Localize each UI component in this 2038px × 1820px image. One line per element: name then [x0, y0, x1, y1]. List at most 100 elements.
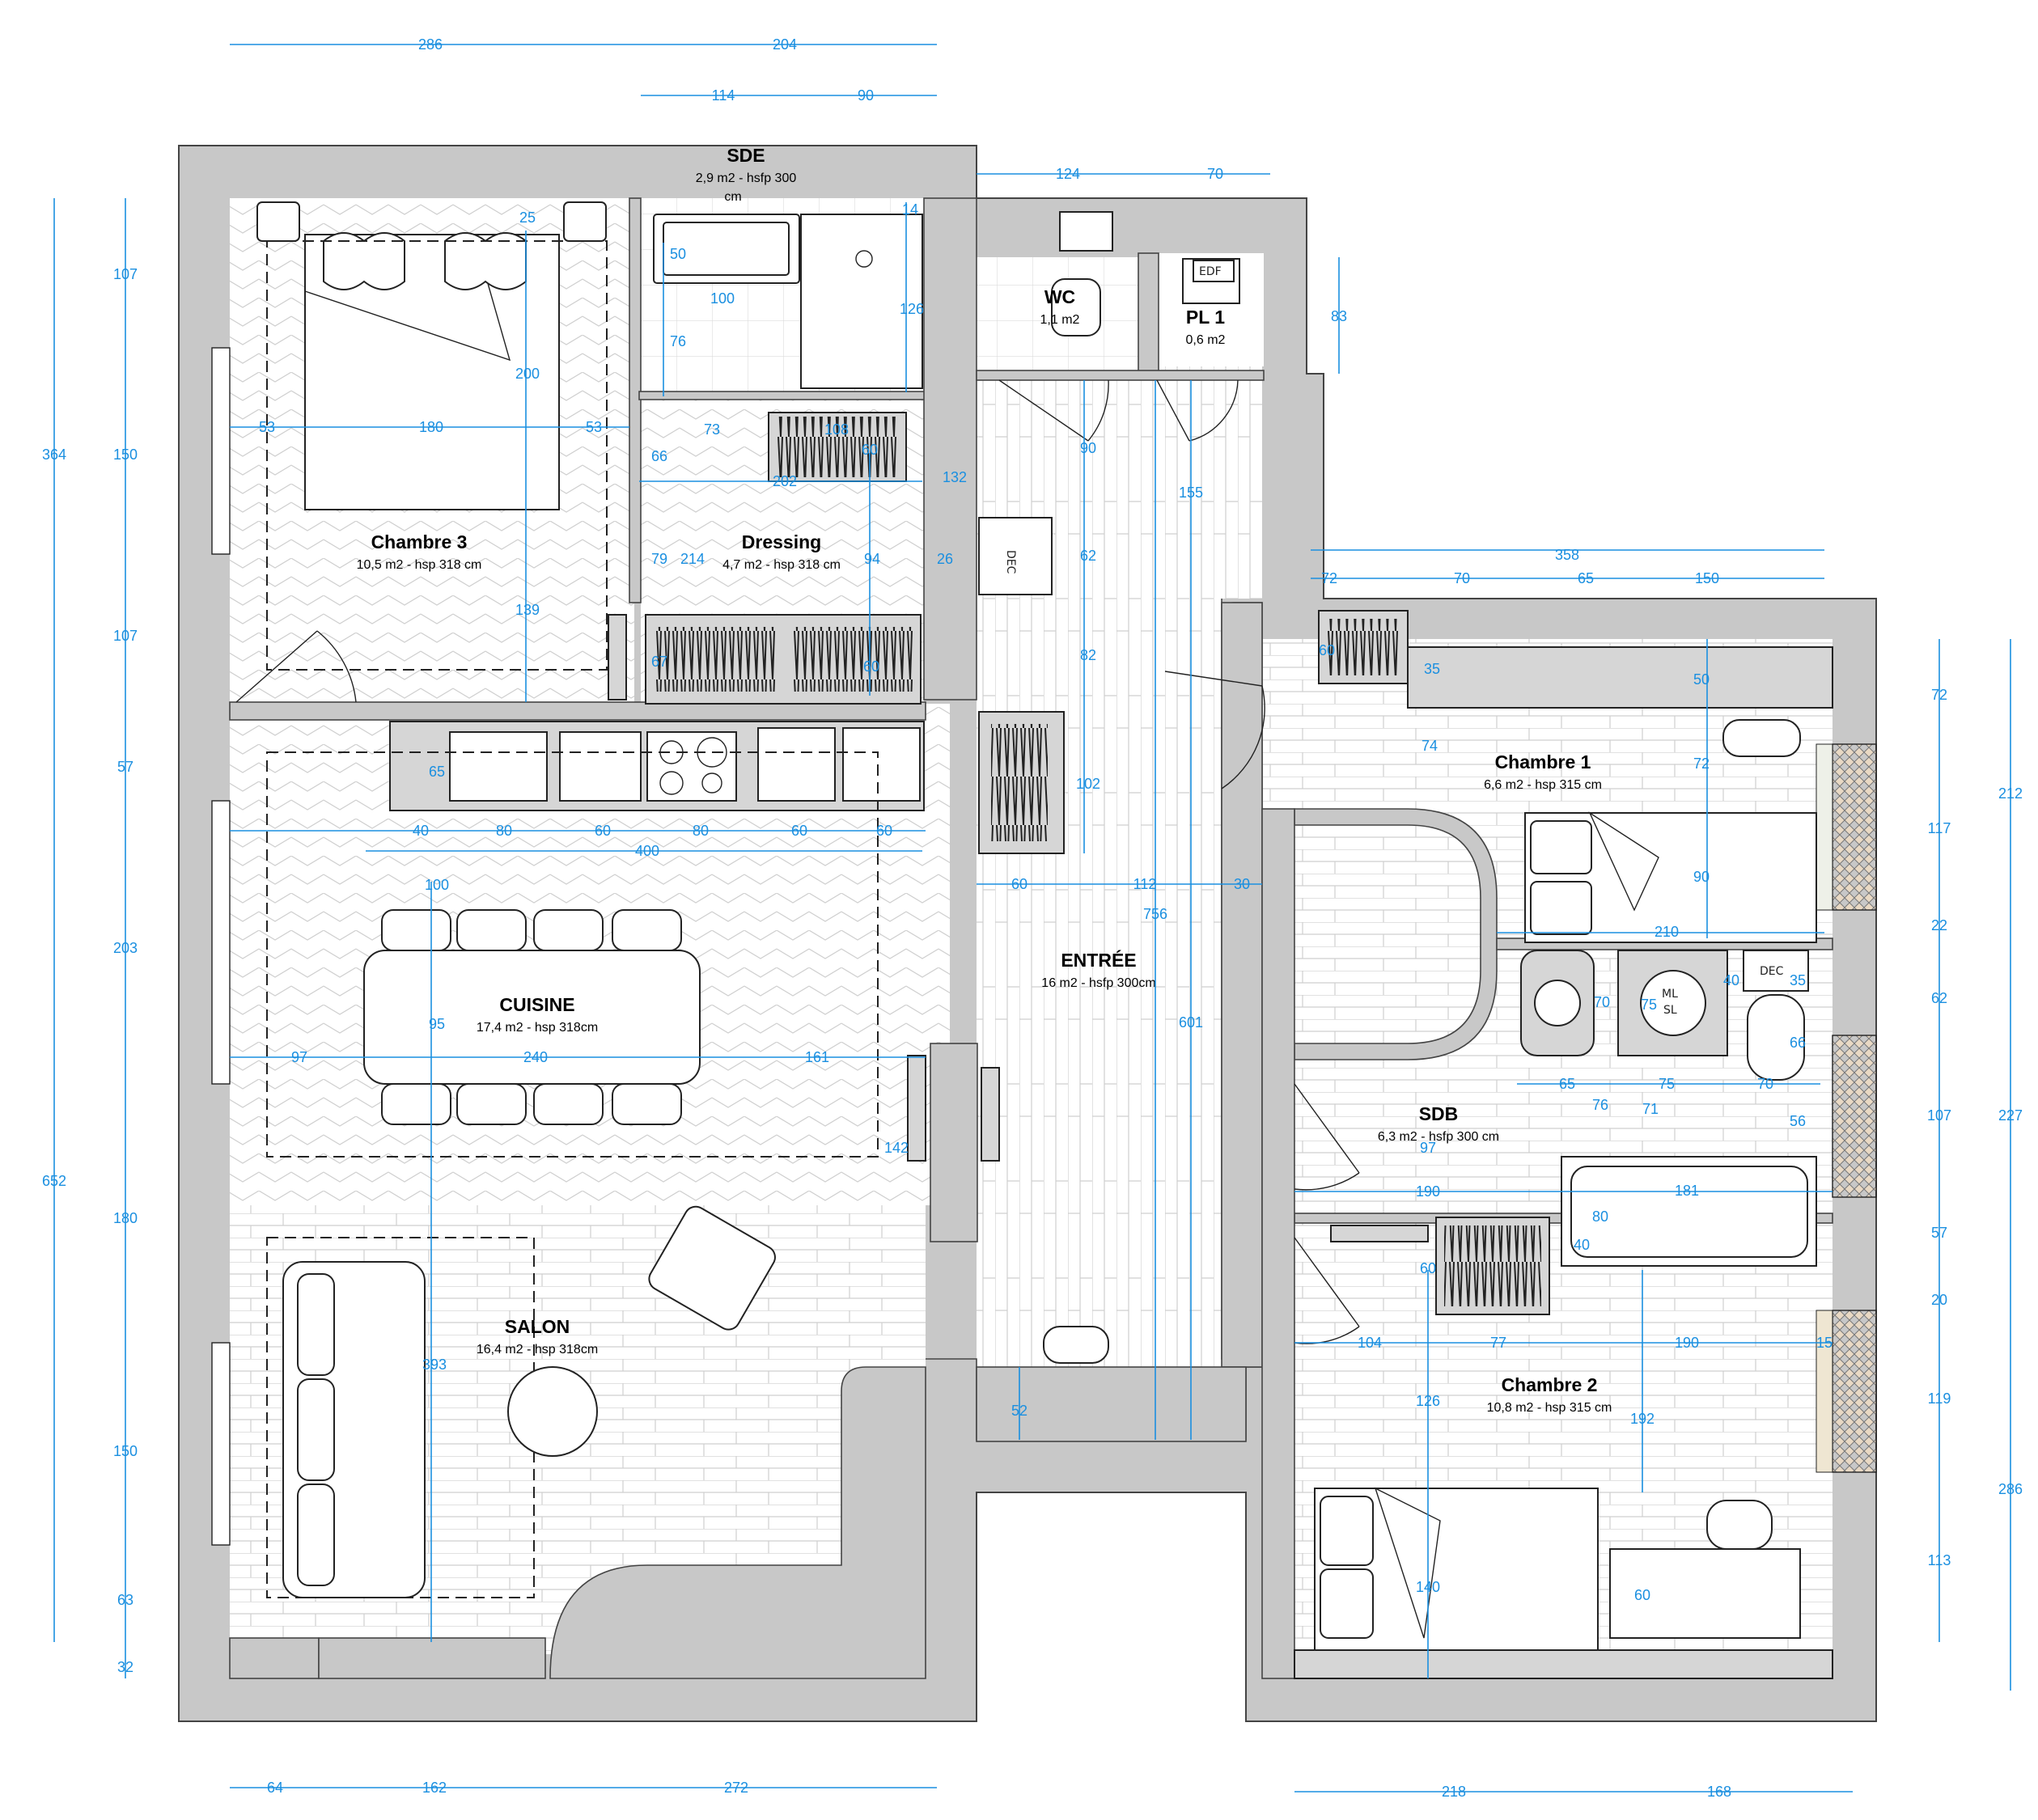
- dim-c1-210: 210: [1655, 924, 1679, 940]
- dim-right-57: 57: [1931, 1225, 1947, 1241]
- dim-left-57: 57: [117, 759, 133, 775]
- dim-c1-72b: 72: [1693, 756, 1710, 772]
- dim-left-32: 32: [117, 1659, 133, 1675]
- dim-dr-108: 108: [824, 421, 849, 438]
- dim-bottom-218: 218: [1442, 1784, 1466, 1800]
- dim-c1-358: 358: [1555, 547, 1579, 563]
- dim-en-52: 52: [1011, 1403, 1027, 1419]
- dim-en-30: 30: [1234, 876, 1250, 892]
- dim-right-outer-212: 212: [1998, 785, 2023, 802]
- dim-left-150a: 150: [113, 447, 138, 463]
- ml-label: ML: [1662, 988, 1678, 1001]
- dim-sde-50: 50: [670, 246, 686, 262]
- room-info-salon: 16,4 m2 - hsp 318cm: [477, 1343, 598, 1357]
- dim-sde-76: 76: [670, 333, 686, 349]
- dim-c3-200: 200: [515, 366, 540, 382]
- dim-bottom-64: 64: [267, 1780, 283, 1796]
- dim-right-outer-227: 227: [1998, 1107, 2023, 1124]
- dim-bottom-168: 168: [1707, 1784, 1731, 1800]
- dec-label-entree: DEC: [1004, 550, 1017, 574]
- dim-right-outer-286: 286: [1998, 1481, 2023, 1497]
- room-info-pl1: 0,6 m2: [1186, 333, 1226, 347]
- dim-cu-97: 97: [291, 1049, 307, 1065]
- dim-en-102: 102: [1076, 776, 1100, 792]
- dim-c1-74: 74: [1422, 738, 1438, 754]
- dim-right-62: 62: [1931, 990, 1947, 1006]
- dim-sdb-60: 60: [1420, 1260, 1436, 1276]
- dim-right-83: 83: [1331, 308, 1347, 324]
- room-name-salon: SALON: [505, 1316, 570, 1337]
- room-info-sdb: 6,3 m2 - hsfp 300 cm: [1378, 1130, 1499, 1144]
- dim-en-112: 112: [1133, 876, 1157, 892]
- dimension-labels: 286 204 114 90 124 70 364 652 107 150 10…: [42, 36, 2023, 1800]
- dim-c2-126: 126: [1416, 1393, 1440, 1409]
- dim-left-outer-364: 364: [42, 447, 66, 463]
- room-info-sde-extra: cm: [724, 190, 741, 204]
- dim-c3-25: 25: [519, 210, 536, 226]
- dim-right-117: 117: [1928, 820, 1951, 836]
- dim-c1-150: 150: [1695, 570, 1719, 586]
- dim-c2-192: 192: [1630, 1411, 1655, 1427]
- dim-sdb-66: 66: [1790, 1035, 1806, 1051]
- dim-cu-60a: 60: [595, 823, 611, 839]
- furniture: [256, 201, 1833, 1679]
- room-name-chambre1: Chambre 1: [1495, 751, 1591, 772]
- dim-sdb-40b: 40: [1574, 1237, 1590, 1253]
- dim-left-180: 180: [113, 1210, 138, 1226]
- dim-c2-77: 77: [1490, 1335, 1506, 1351]
- dim-cu-60c: 60: [876, 823, 892, 839]
- dim-right-113: 113: [1928, 1552, 1951, 1568]
- dim-top-70: 70: [1207, 166, 1223, 182]
- interior-walls: [229, 197, 1833, 1679]
- dim-cu-161: 161: [805, 1049, 829, 1065]
- dim-right-20: 20: [1931, 1292, 1947, 1308]
- room-info-entree: 16 m2 - hsfp 300cm: [1041, 976, 1155, 990]
- dim-c3-53b: 53: [586, 419, 602, 435]
- dim-dr-66: 66: [651, 448, 667, 464]
- dim-dr-79: 79: [651, 551, 667, 567]
- dim-dr-67: 67: [651, 654, 667, 670]
- symbols: EDF DEC DEC ML SL: [1004, 260, 1784, 1017]
- dim-sdb-80: 80: [1592, 1208, 1608, 1225]
- dim-c3-53a: 53: [259, 419, 275, 435]
- dim-sdb-75a: 75: [1641, 997, 1657, 1013]
- dim-sdb-40: 40: [1723, 972, 1739, 988]
- dim-cu-80b: 80: [693, 823, 709, 839]
- dim-right-107: 107: [1927, 1107, 1951, 1124]
- room-name-entree: ENTRÉE: [1061, 949, 1136, 971]
- dim-c1-35: 35: [1424, 661, 1440, 677]
- room-labels: SDE 2,9 m2 - hsfp 300 cm WC 1,1 m2 PL 1 …: [357, 145, 1612, 1415]
- dim-en-155: 155: [1179, 485, 1203, 501]
- dim-sdb-76: 76: [1592, 1097, 1608, 1113]
- room-name-cuisine: CUISINE: [499, 994, 574, 1015]
- dim-left-outer-652: 652: [42, 1173, 66, 1189]
- dim-sdb-35: 35: [1790, 972, 1806, 988]
- dim-cu-100: 100: [425, 877, 449, 893]
- dim-dr-60b: 60: [863, 658, 879, 675]
- room-info-wc: 1,1 m2: [1040, 313, 1080, 327]
- dim-cu-80a: 80: [496, 823, 512, 839]
- dim-top-114: 114: [712, 87, 735, 104]
- room-name-dressing: Dressing: [742, 531, 821, 552]
- dim-cu-95: 95: [429, 1016, 445, 1032]
- dim-salon-393: 393: [422, 1357, 447, 1373]
- dim-cu-240: 240: [523, 1049, 548, 1065]
- dim-sdb-190: 190: [1416, 1183, 1440, 1200]
- dim-c1-65: 65: [1578, 570, 1594, 586]
- dim-en-82: 82: [1080, 647, 1096, 663]
- room-info-chambre2: 10,8 m2 - hsp 315 cm: [1487, 1401, 1612, 1415]
- dim-c3-139: 139: [515, 602, 540, 618]
- dim-c2-15: 15: [1816, 1335, 1833, 1351]
- dim-dr-26: 26: [937, 551, 953, 567]
- dim-right-119: 119: [1928, 1390, 1951, 1407]
- room-name-sdb: SDB: [1419, 1103, 1459, 1124]
- edf-label: EDF: [1199, 265, 1222, 278]
- dim-bottom-272: 272: [724, 1780, 748, 1796]
- dim-en-62: 62: [1080, 548, 1096, 564]
- dim-cu-60b: 60: [791, 823, 807, 839]
- sl-label: SL: [1663, 1004, 1677, 1017]
- dim-c1-70: 70: [1454, 570, 1470, 586]
- room-name-sde: SDE: [727, 145, 765, 166]
- dim-sdb-71: 71: [1642, 1101, 1659, 1117]
- dim-sdb-65: 65: [1559, 1076, 1575, 1092]
